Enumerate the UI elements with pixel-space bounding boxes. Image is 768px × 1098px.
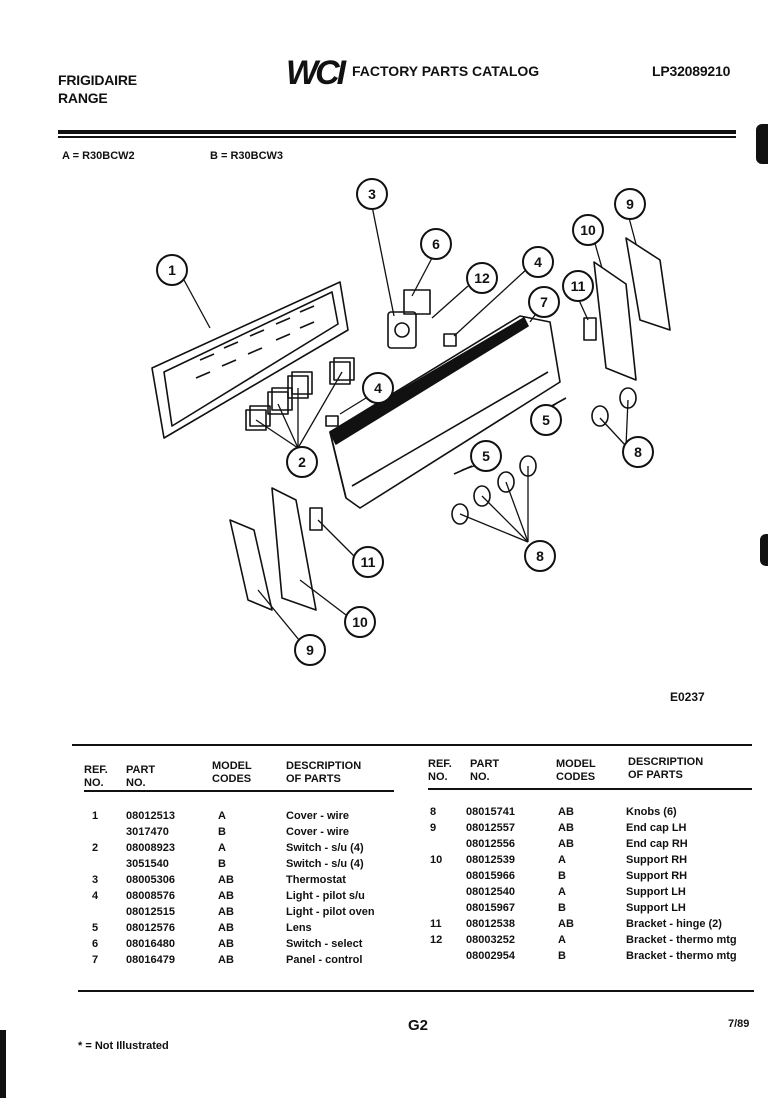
pilot-light-part [325, 415, 339, 427]
callout-8-right: 8 [622, 436, 654, 468]
thermostat-part [387, 289, 457, 349]
brand-name: FRIGIDAIRE [58, 72, 137, 88]
table-top-rule [72, 744, 752, 746]
not-illustrated-note: * = Not Illustrated [78, 1040, 169, 1052]
product-type: RANGE [58, 90, 108, 106]
callout-3: 3 [356, 178, 388, 210]
header-rule-left [84, 790, 394, 792]
callout-5-left: 5 [470, 440, 502, 472]
right-end-cap-part [583, 237, 671, 381]
callout-12: 12 [466, 262, 498, 294]
exploded-parts-diagram [151, 205, 671, 647]
scan-edge-mark [756, 124, 768, 164]
callout-9-upper: 9 [614, 188, 646, 220]
callout-9-lower: 9 [294, 634, 326, 666]
header-ref-right: REF.NO. [428, 758, 452, 783]
header-rule-right [428, 788, 752, 790]
callout-7: 7 [528, 286, 560, 318]
callout-4-upper: 4 [522, 246, 554, 278]
callout-6: 6 [420, 228, 452, 260]
callout-5-right: 5 [530, 404, 562, 436]
callout-2: 2 [286, 446, 318, 478]
header-rule [58, 130, 736, 134]
scan-edge-mark [760, 534, 768, 566]
callout-11-upper: 11 [562, 270, 594, 302]
wire-cover-part [151, 281, 349, 439]
catalog-number: LP32089210 [652, 63, 731, 79]
catalog-title: FACTORY PARTS CATALOG [352, 63, 540, 79]
callout-10-upper: 10 [572, 214, 604, 246]
drawing-id: E0237 [670, 690, 705, 704]
page-number: G2 [408, 1017, 429, 1034]
header-ref-left: REF.NO. [84, 764, 108, 789]
table-bottom-rule [78, 990, 754, 992]
scan-edge-mark [0, 1030, 6, 1098]
callout-8-lower: 8 [524, 540, 556, 572]
callout-10-lower: 10 [344, 606, 376, 638]
callout-11-lower: 11 [352, 546, 384, 578]
control-panel-part [329, 315, 561, 509]
page-date: 7/89 [728, 1018, 750, 1030]
model-b-label: B = R30BCW3 [210, 150, 284, 162]
callout-4-lower: 4 [362, 372, 394, 404]
model-a-label: A = R30BCW2 [62, 150, 135, 162]
left-end-cap-part [229, 487, 323, 611]
wci-logo: WCI [286, 54, 346, 92]
callout-1: 1 [156, 254, 188, 286]
header-rule-secondary [58, 136, 736, 138]
